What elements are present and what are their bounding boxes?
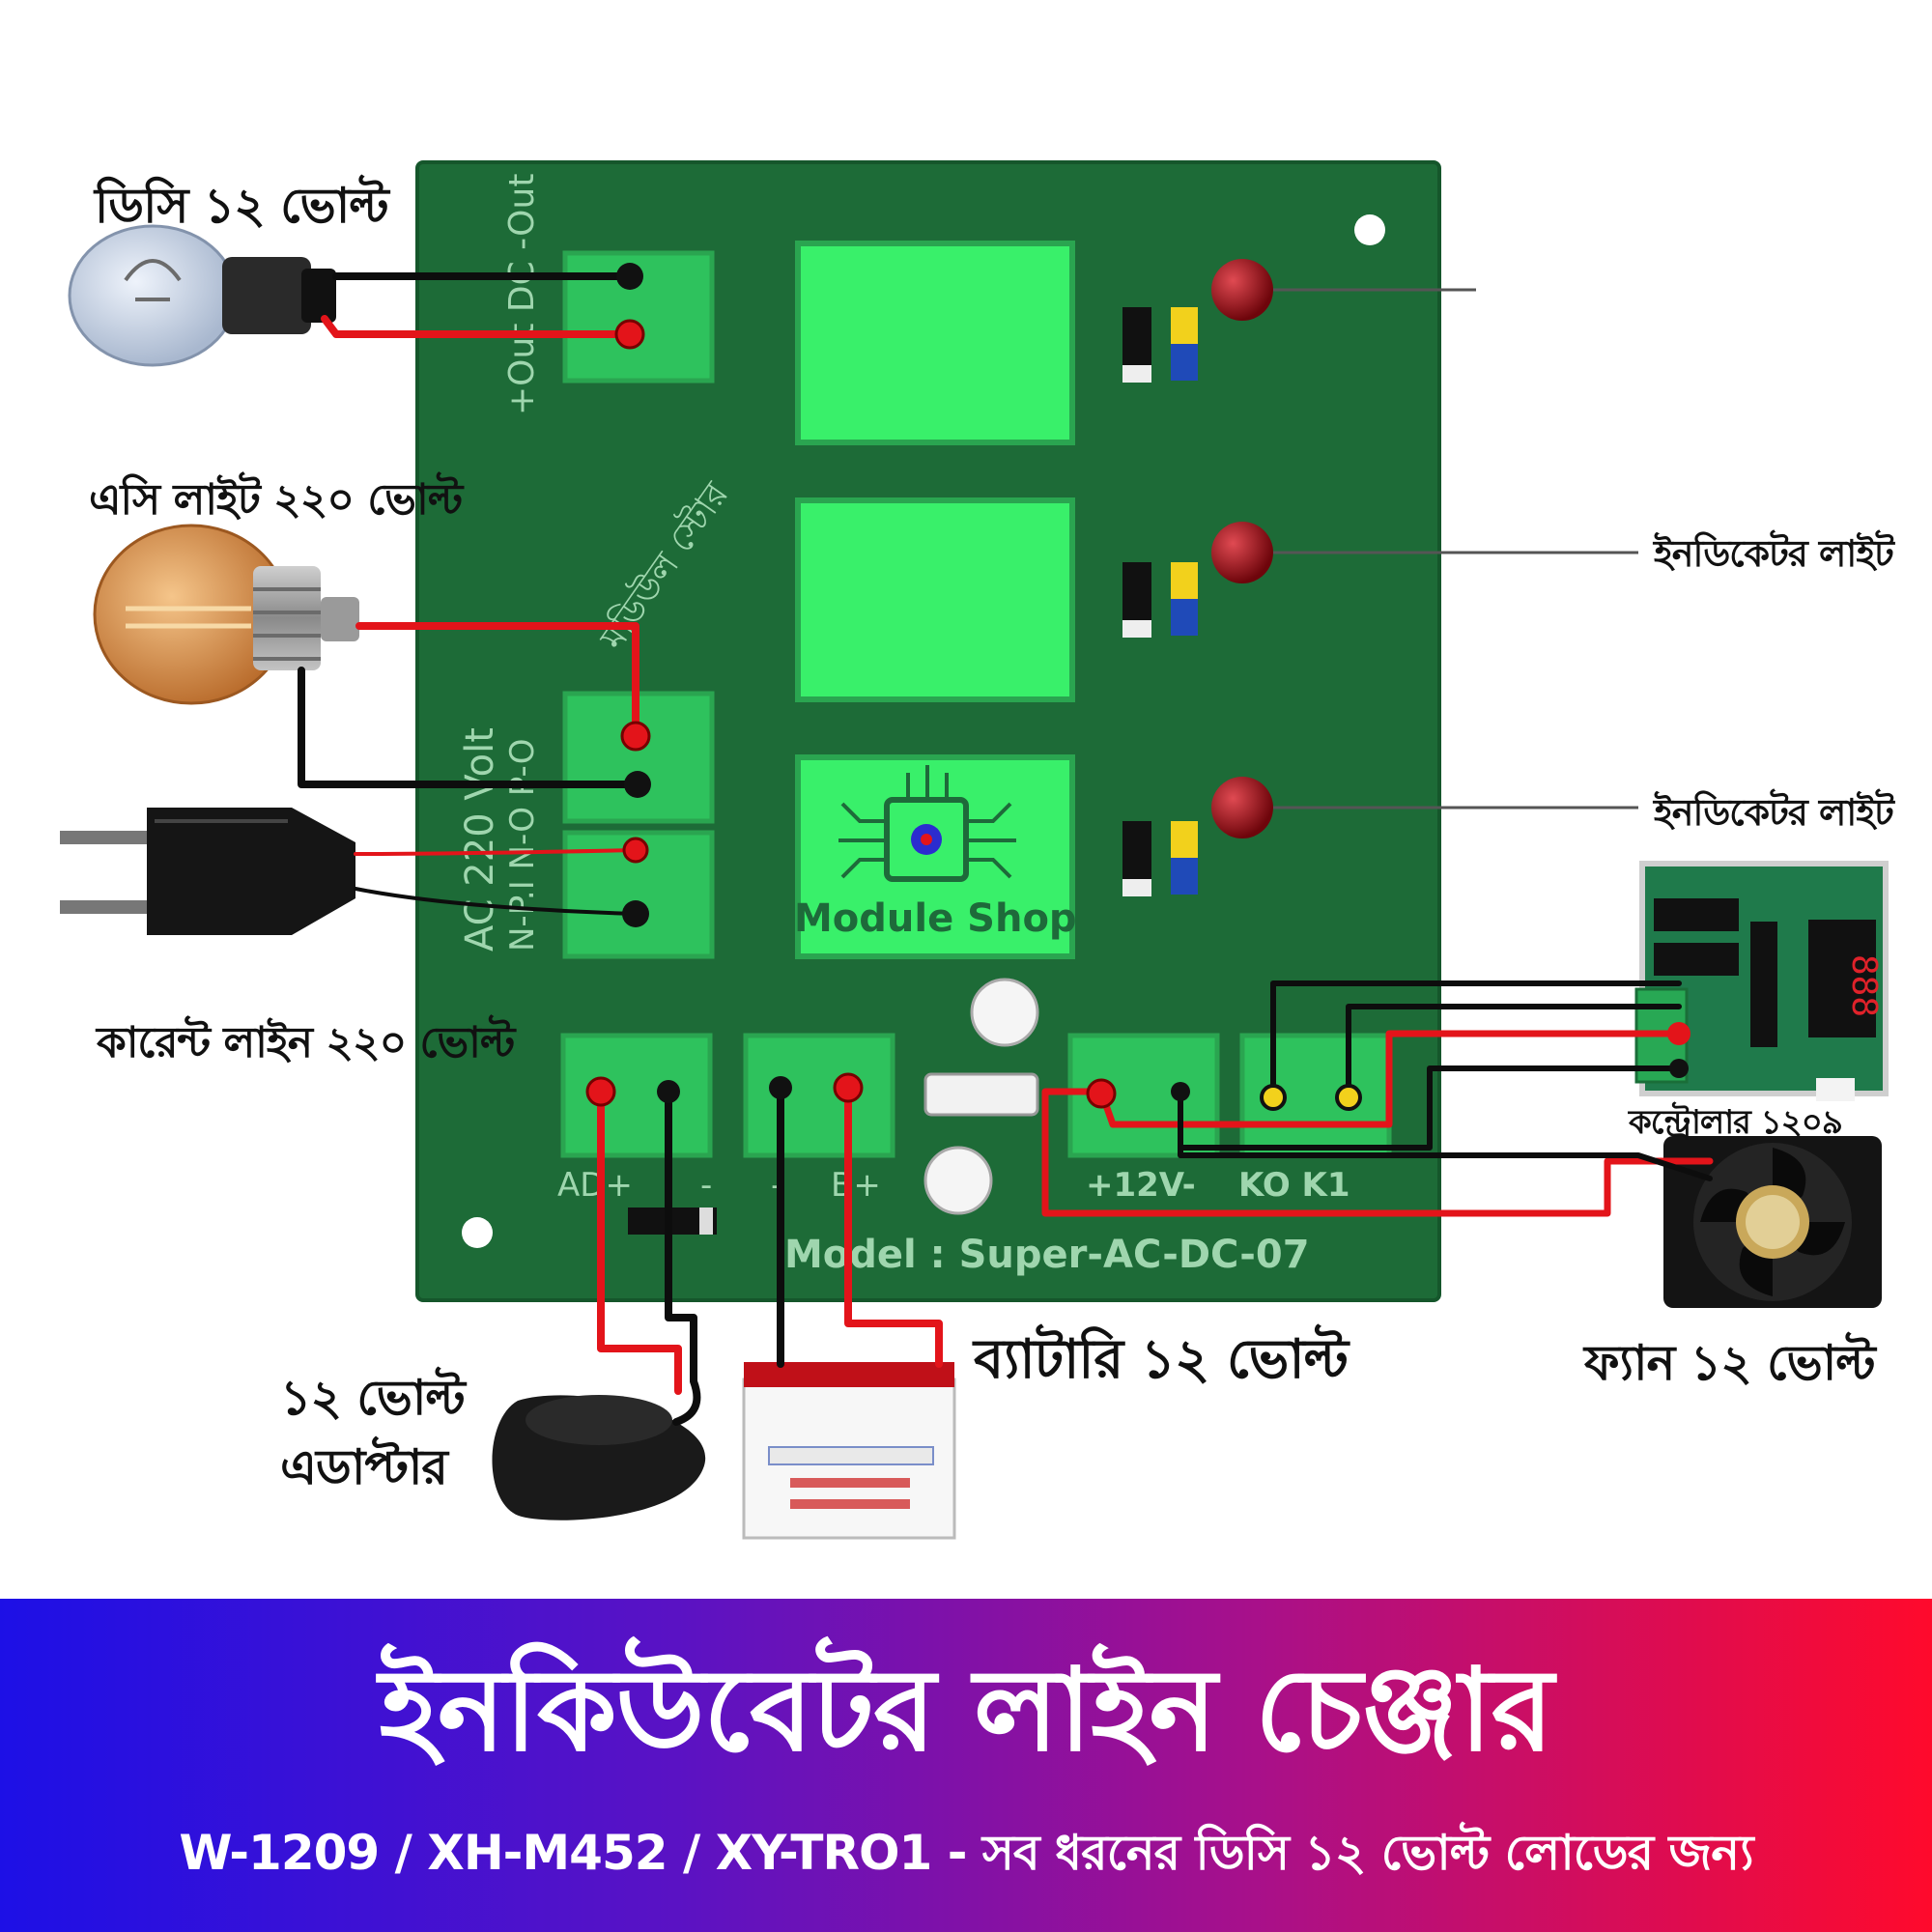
watermark-text: Module Shop <box>794 896 1077 941</box>
wire-k0 <box>1270 980 1682 1096</box>
pcb-board <box>415 160 1441 1302</box>
terminal-12v <box>1067 1033 1220 1158</box>
capacitor-bottom <box>923 1146 993 1215</box>
controller-display: 888 <box>1844 954 1884 1017</box>
wire-ac-red <box>355 622 639 740</box>
wire-adapter-black <box>665 1088 701 1426</box>
label-dc-bulb: ডিসি ১২ ভোল্ট <box>95 178 389 234</box>
label-ac-bulb: এসি লাইট ২২০ ভোল্ট <box>89 475 463 525</box>
ac-plug <box>60 808 355 935</box>
label-indicator-1: ইনডিকেটর লাইট <box>1654 532 1894 575</box>
silk-model: Model : Super-AC-DC-07 <box>784 1233 1310 1277</box>
wire-dc-red <box>321 315 634 338</box>
wire-mains-2 <box>354 887 638 916</box>
silk-pin-b: B+ <box>831 1166 881 1205</box>
wiring-diagram: +Out DC -Out AC 220 Volt N-P.I N-O P-O ম… <box>60 160 1889 1540</box>
relay-1 <box>795 241 1075 445</box>
silk-np: N-P.I N-O P-O <box>503 738 542 952</box>
wire-12v-red-controller <box>1097 1030 1683 1128</box>
silk-dc-out: +Out DC -Out <box>502 174 542 415</box>
label-current-line: কারেন্ট লাইন ২২০ ভোল্ট <box>97 1018 515 1067</box>
indicator-led-2 <box>1211 522 1273 583</box>
label-fan: ফ্যান ১২ ভোল্ট <box>1584 1335 1876 1391</box>
indicator-led-1 <box>1211 259 1273 321</box>
silk-pin-ad: AD+ <box>557 1166 633 1205</box>
indicator-group-3 <box>1122 777 1273 896</box>
wire-ac-black <box>298 667 641 788</box>
banner-subtitle: W-1209 / XH-M452 / XY-TRO1 - সব ধরনের ডি… <box>179 1825 1753 1881</box>
wire-12v-red-fan <box>1041 1088 1714 1217</box>
capacitor-top <box>970 978 1039 1047</box>
wire-adapter-red <box>597 1088 682 1395</box>
ac-bulb <box>93 524 359 705</box>
wire-mains-1 <box>354 848 638 856</box>
battery <box>742 1362 956 1540</box>
label-controller: কন্ট্রোলার ১২০৯ <box>1629 1103 1843 1142</box>
mount-hole-bottom <box>462 1217 493 1248</box>
title-banner: ইনকিউবেটর লাইন চেঞ্জার W-1209 / XH-M452 … <box>0 1599 1932 1932</box>
terminal-screws <box>585 263 1690 1111</box>
label-battery: ব্যাটারি ১২ ভোল্ট <box>974 1328 1349 1391</box>
silk-pin-minus-1: - <box>700 1166 712 1205</box>
wire-12v-black-fan <box>1178 1085 1713 1181</box>
wire-battery-red <box>844 1084 943 1368</box>
terminal-battery <box>743 1033 895 1158</box>
label-indicator-2: ইনডিকেটর লাইট <box>1654 791 1894 834</box>
wire-k1 <box>1346 1004 1682 1096</box>
label-adapter-2: এডাপ্টার <box>280 1439 448 1495</box>
adapter <box>492 1395 706 1520</box>
relay-3 <box>795 754 1075 959</box>
silk-ac: AC 220 Volt <box>458 727 502 952</box>
indicator-led-3 <box>1211 777 1273 838</box>
silk-pin-k0k1: KO K1 <box>1238 1166 1350 1205</box>
module-shop-logo: Module Shop <box>794 765 1077 941</box>
fan <box>1663 1136 1882 1308</box>
banner-title: ইনকিউবেটর লাইন চেঞ্জার <box>379 1643 1554 1776</box>
indicator-group-2 <box>1122 522 1273 638</box>
mount-hole-top <box>1354 214 1385 245</box>
label-adapter-1: ১২ ভোল্ট <box>280 1370 466 1426</box>
indicator-group-1 <box>1122 259 1273 383</box>
fuse <box>923 1072 1039 1117</box>
terminal-adapter <box>560 1033 713 1158</box>
silk-pin-12v: +12V- <box>1086 1166 1196 1205</box>
relay-2 <box>795 497 1075 702</box>
dc-bulb <box>68 224 336 367</box>
